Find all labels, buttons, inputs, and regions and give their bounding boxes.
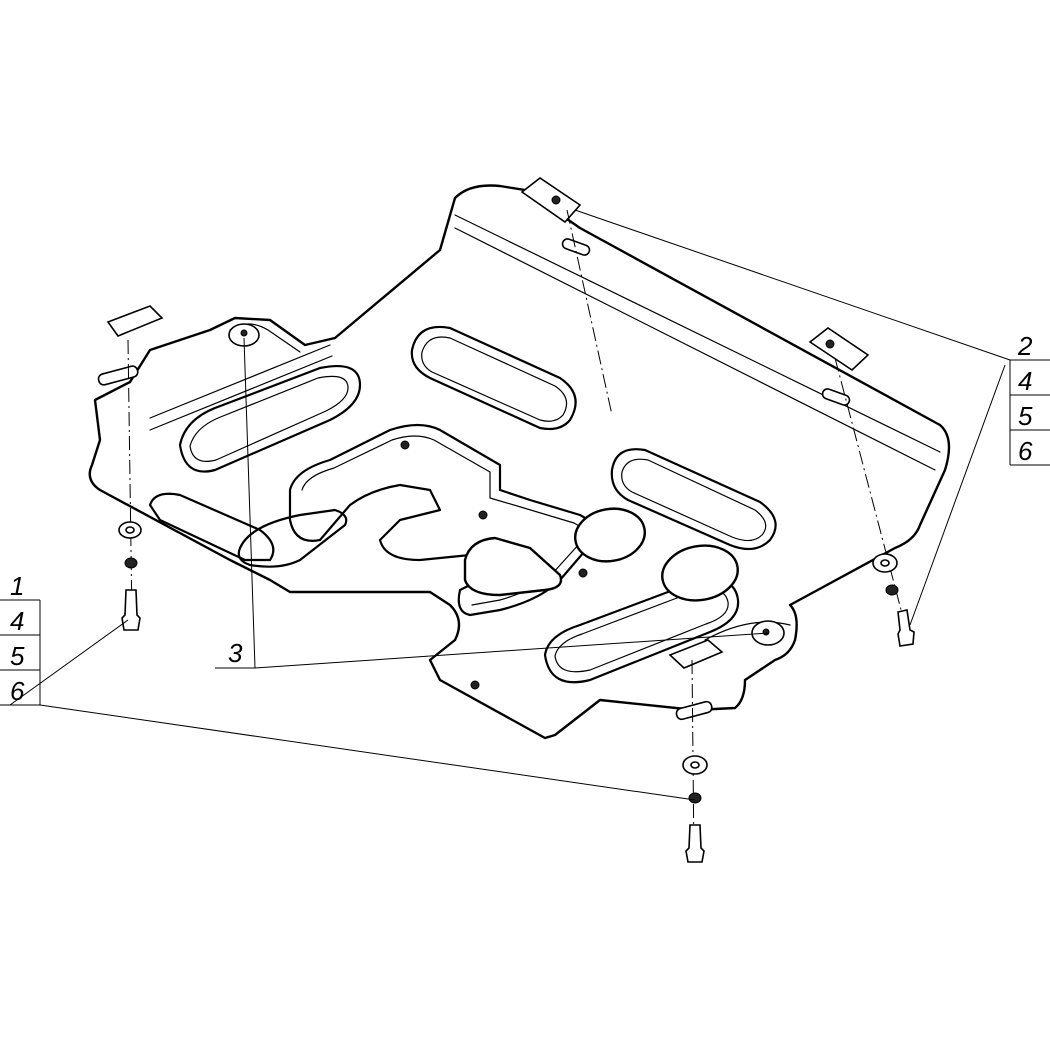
relief-slot-center	[410, 325, 577, 431]
callout-label-3: 3	[228, 638, 243, 668]
callout-label-5: 5	[10, 641, 25, 671]
slot-rear-top	[561, 238, 591, 256]
relief-center-channel	[288, 423, 595, 617]
relief-slot-front-right	[543, 578, 740, 684]
relief-slot-left	[178, 364, 362, 473]
slot-left	[97, 365, 139, 386]
cutout-oil-drain	[463, 536, 563, 597]
bolt-icon	[685, 824, 705, 863]
skid-plate	[88, 184, 951, 740]
spring-washer-icon	[688, 792, 702, 804]
callout-single: 3	[228, 638, 243, 668]
callout-label-4: 4	[10, 606, 24, 636]
callout-label-4-right: 4	[1018, 366, 1032, 396]
callout-label-2: 2	[1017, 331, 1033, 361]
spring-washer-icon	[124, 557, 138, 569]
bolt-icon	[121, 589, 141, 631]
cutout-round-1	[574, 507, 646, 563]
callout-label-6: 6	[10, 676, 25, 706]
fastener-stack-front	[682, 755, 708, 863]
fastener-stack-right	[872, 553, 915, 647]
relief-slot-right	[610, 448, 777, 551]
callout-label-1: 1	[10, 571, 24, 601]
callout-group-left: 1 4 5 6	[0, 571, 41, 706]
callout-group-right: 2 4 5 6	[1009, 331, 1050, 466]
relief-pocket-rear-left	[148, 492, 275, 562]
nut-plate-rear	[520, 177, 582, 224]
fastener-stack-left	[118, 521, 142, 631]
nut-plate-left	[106, 305, 164, 337]
callout-label-6-right: 6	[1018, 436, 1033, 466]
callout-label-5-right: 5	[1018, 401, 1033, 431]
cutouts	[400, 440, 739, 690]
nut-plate-front	[668, 639, 724, 669]
mounting-points	[97, 238, 851, 721]
relief-pocket-center-left	[237, 508, 348, 568]
slot-right	[821, 388, 851, 406]
cage-nut-plates	[106, 177, 870, 669]
spring-washer-icon	[885, 584, 899, 596]
bolt-icon	[897, 609, 915, 647]
nut-plate-right	[808, 327, 870, 372]
slot-front	[675, 700, 713, 721]
cutout-round-2	[661, 544, 739, 602]
